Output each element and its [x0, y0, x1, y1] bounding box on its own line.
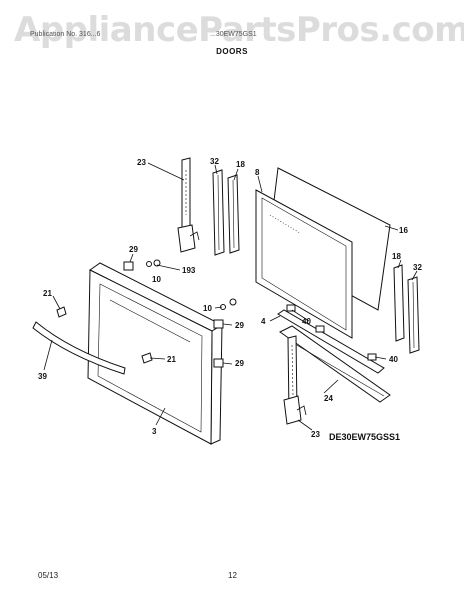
washer-193-b — [229, 298, 237, 306]
clip-40-c — [367, 353, 377, 361]
clip-40-a — [286, 304, 296, 312]
screw-193 — [153, 259, 161, 267]
leader-lines — [43, 162, 418, 431]
callout-8: 8 — [255, 168, 260, 177]
footer-date: 05/13 — [38, 571, 59, 580]
door-frame-3 — [87, 262, 224, 445]
watermark: AppliancePartsPros.com — [14, 10, 464, 50]
callout-18-right: 18 — [392, 252, 401, 261]
callout-21-right: 21 — [167, 355, 176, 364]
callout-10-bottom: 10 — [203, 304, 212, 313]
callout-29-mid: 29 — [235, 321, 244, 330]
model-header: ...30EW75GS1 — [210, 31, 257, 38]
bracket-29-mid — [213, 319, 224, 329]
callout-29-top: 29 — [129, 245, 138, 254]
callout-10-top: 10 — [152, 275, 161, 284]
section-title: DOORS — [216, 47, 248, 56]
callout-24: 24 — [324, 394, 333, 403]
callout-18-top: 18 — [236, 160, 245, 169]
callout-4: 4 — [261, 317, 266, 326]
bracket-29-low — [213, 358, 224, 368]
page-number: 12 — [228, 571, 237, 580]
callout-29-low: 29 — [235, 359, 244, 368]
callout-16: 16 — [399, 226, 408, 235]
callout-40-top: 40 — [302, 317, 311, 326]
model-code: DE30EW75GSS1 — [329, 432, 401, 442]
callout-23-top: 23 — [137, 158, 146, 167]
callout-32-right: 32 — [413, 263, 422, 272]
inner-glass-8 — [255, 189, 353, 339]
callout-3: 3 — [152, 427, 157, 436]
channel-18-right — [393, 264, 405, 342]
door-handle-39 — [32, 321, 126, 375]
callout-23-bottom: 23 — [311, 430, 320, 439]
clip-40-b — [315, 325, 325, 333]
callout-40-bottom: 40 — [389, 355, 398, 364]
callout-39: 39 — [38, 372, 47, 381]
hinge-top — [177, 157, 200, 253]
bracket-29-top — [123, 261, 134, 271]
door-bottom-trim-24 — [279, 325, 391, 403]
callout-193: 193 — [182, 266, 196, 275]
handle-end-cap-21-right — [141, 352, 153, 364]
handle-end-cap-21-left — [56, 306, 67, 318]
callout-32-top: 32 — [210, 157, 219, 166]
callout-21-left: 21 — [43, 289, 52, 298]
hinge-bottom — [283, 335, 307, 425]
door-bottom-channel-4 — [277, 309, 385, 374]
publication-number: Publication No. 316...6 — [30, 31, 101, 38]
screw-10-top — [146, 261, 152, 267]
